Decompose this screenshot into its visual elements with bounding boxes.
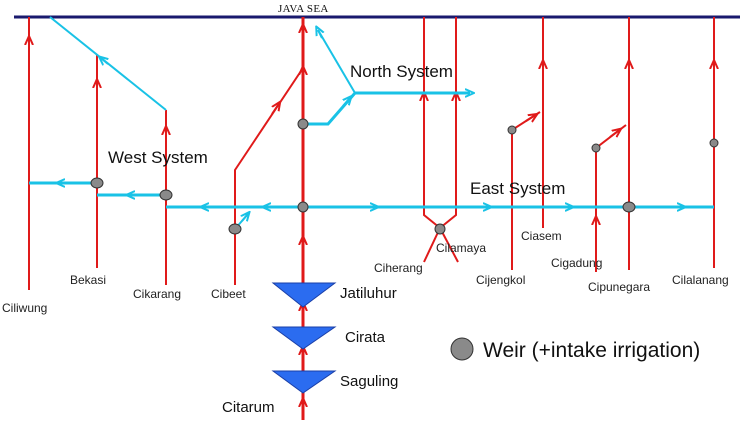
canal-north-up-arrow (318, 30, 322, 39)
canal-west-diagonal-arrow (102, 59, 108, 64)
river-cigadung (595, 124, 627, 272)
label-bekasi: Bekasi (70, 273, 106, 287)
river-cijengkol-arrow (525, 116, 534, 121)
weir-cijengkol (507, 125, 517, 135)
weir-cilalanang (709, 138, 719, 148)
weir-cikarang (159, 189, 173, 201)
dams: Jatiluhur Cirata Saguling (271, 282, 398, 394)
label-east-system: East System (470, 179, 565, 198)
canals (29, 16, 714, 230)
dam-cirata (271, 326, 337, 350)
legend-weir-label: Weir (+intake irrigation) (483, 339, 700, 362)
label-ciasem: Ciasem (521, 229, 562, 243)
label-cigadung: Cigadung (551, 256, 602, 270)
canal-cibeet-link-arrow (242, 215, 247, 221)
river-cibeet (234, 67, 304, 285)
river-cilamaya-2 (439, 227, 459, 263)
legend-weir-icon (450, 337, 474, 361)
river-cibeet-arrow (271, 105, 278, 115)
label-cikarang: Cikarang (133, 287, 181, 301)
label-cipunegara: Cipunegara (588, 280, 650, 294)
weir-bekasi (90, 177, 104, 189)
dam-label-saguling: Saguling (340, 373, 398, 390)
canal-north (303, 91, 470, 126)
dam-saguling (271, 370, 337, 394)
weir-cipunegara (622, 201, 636, 213)
label-cilalanang: Cilalanang (672, 273, 729, 287)
label-ciherang: Ciherang (374, 261, 423, 275)
weir-cigadung (591, 143, 601, 153)
weirs (90, 118, 719, 235)
legend: Weir (+intake irrigation) (450, 337, 700, 362)
java-sea-label: JAVA SEA (278, 3, 329, 15)
label-cibeet: Cibeet (211, 287, 246, 301)
label-cijengkol: Cijengkol (476, 273, 525, 287)
label-north-system: North System (350, 62, 453, 81)
canal-north-up (317, 29, 356, 94)
canal-north-mid-arrow (342, 99, 349, 107)
river-ciherang (423, 17, 457, 230)
weir-cibeet (228, 223, 242, 235)
dam-label-jatiluhur: Jatiluhur (340, 285, 397, 302)
label-citarum: Citarum (222, 399, 275, 416)
dam-jatiluhur (271, 282, 337, 308)
label-ciliwung: Ciliwung (2, 301, 47, 315)
dam-label-cirata: Cirata (345, 329, 386, 346)
weir-citarum-main (297, 201, 309, 213)
river-cigadung-arrow (609, 131, 618, 138)
label-cilamaya: Cilamaya (436, 241, 486, 255)
weir-cilamaya (434, 223, 446, 235)
label-west-system: West System (108, 148, 208, 167)
river-labels: Ciliwung Bekasi Cikarang Cibeet Ciherang… (2, 229, 729, 416)
weir-citarum-north (297, 118, 309, 130)
